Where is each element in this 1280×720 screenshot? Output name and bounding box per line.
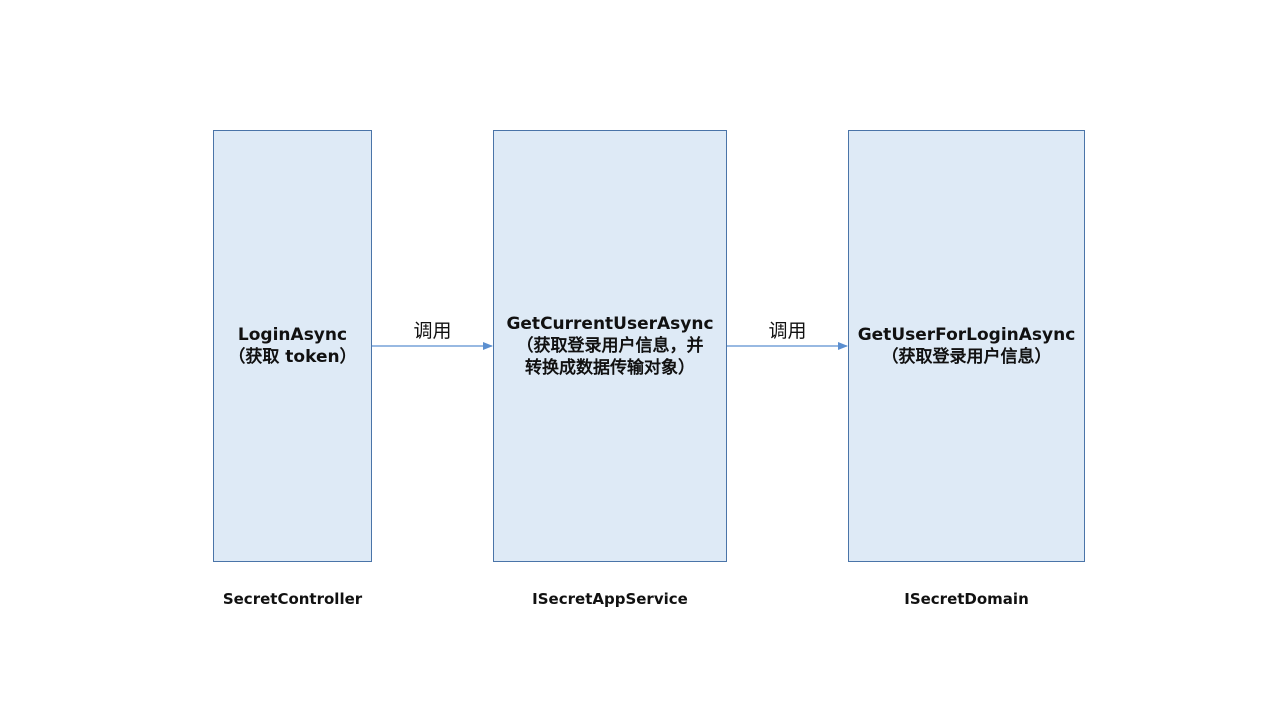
- secret-domain-caption: ISecretDomain: [904, 590, 1029, 608]
- secret-domain-box: GetUserForLoginAsync （获取登录用户信息）: [848, 130, 1085, 562]
- get-current-user-async-description-line-2: 转换成数据传输对象）: [525, 358, 695, 378]
- secret-app-service-caption: ISecretAppService: [532, 590, 688, 608]
- login-async-description: （获取 token）: [228, 347, 357, 367]
- login-async-label: LoginAsync: [237, 325, 348, 345]
- call-arrow-1-label: 调用: [413, 320, 452, 342]
- secret-app-service-box: GetCurrentUserAsync （获取登录用户信息，并 转换成数据传输对…: [493, 130, 727, 562]
- get-current-user-async-description-line-1: （获取登录用户信息，并: [516, 336, 704, 356]
- get-user-for-login-async-description: （获取登录用户信息）: [881, 347, 1052, 367]
- get-user-for-login-async-label: GetUserForLoginAsync: [857, 325, 1076, 345]
- secret-domain-box-text: GetUserForLoginAsync （获取登录用户信息）: [850, 324, 1084, 368]
- secret-controller-caption: SecretController: [222, 590, 363, 608]
- call-arrow-2-label: 调用: [768, 320, 807, 342]
- secret-controller-box-text: LoginAsync （获取 token）: [220, 324, 364, 368]
- secret-controller-box: LoginAsync （获取 token）: [213, 130, 372, 562]
- get-current-user-async-label: GetCurrentUserAsync: [506, 314, 714, 334]
- secret-app-service-box-text: GetCurrentUserAsync （获取登录用户信息，并 转换成数据传输对…: [498, 313, 721, 379]
